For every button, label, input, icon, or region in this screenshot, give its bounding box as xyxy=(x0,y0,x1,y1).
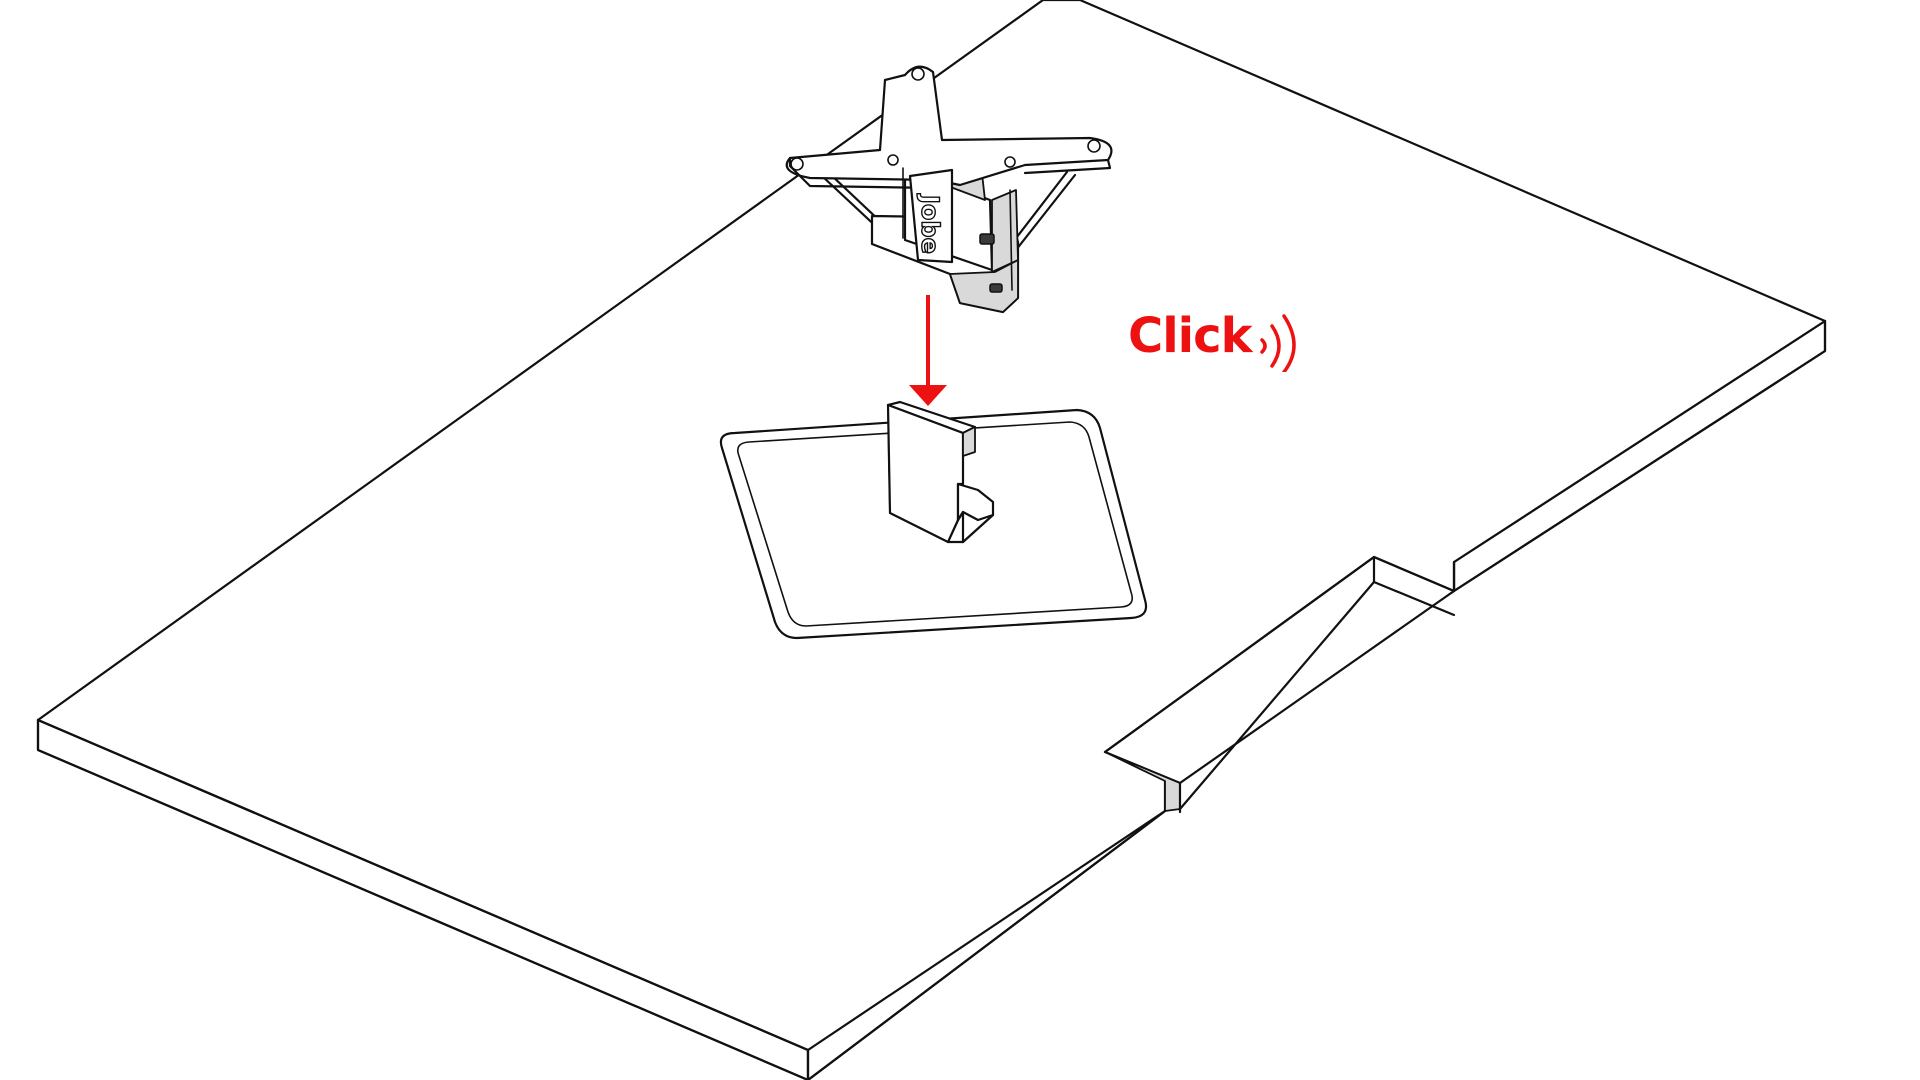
recessed-mounting-frame xyxy=(719,408,1148,640)
vesa-mount-bracket xyxy=(785,65,1113,314)
cable-slot xyxy=(1103,555,1456,814)
stand-connector-tab xyxy=(886,400,995,544)
click-annotation: Click xyxy=(1128,308,1253,364)
sound-waves-icon xyxy=(1260,314,1296,372)
insertion-arrow xyxy=(909,295,947,406)
mount-logo-text: Jobe xyxy=(916,193,944,254)
